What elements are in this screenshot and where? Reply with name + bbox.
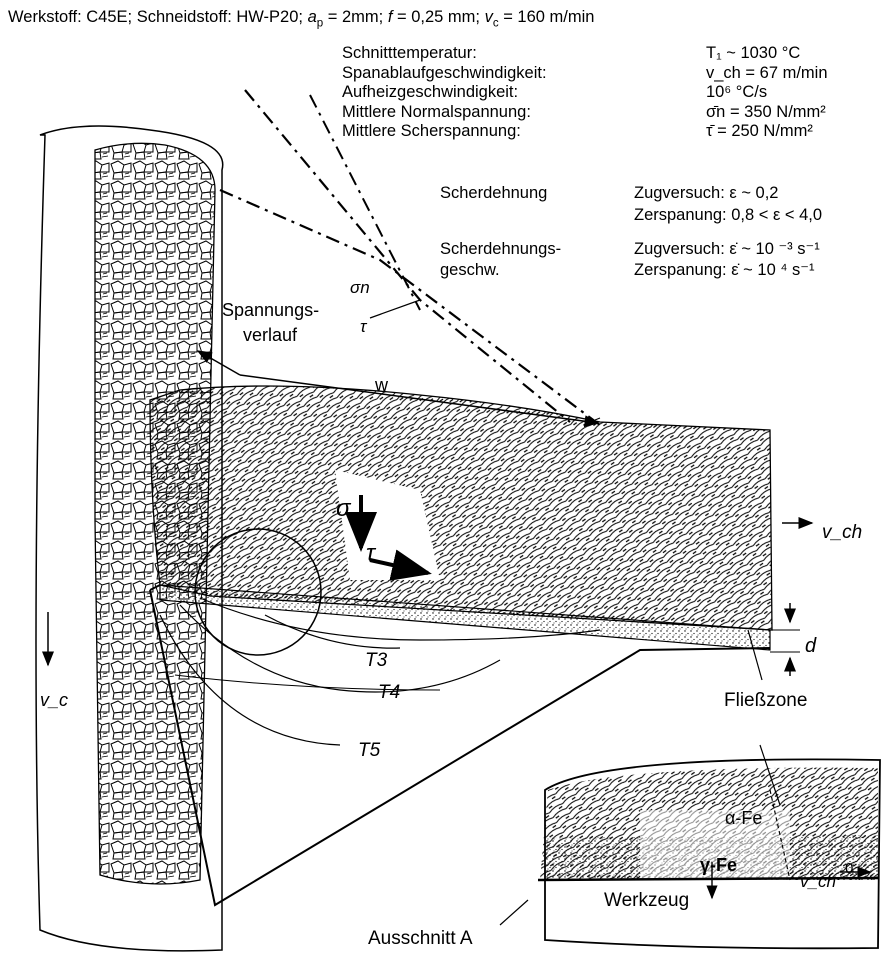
label-d: d <box>805 635 816 658</box>
label-w: w <box>375 375 388 396</box>
label-ausschnitt: Ausschnitt A <box>368 928 473 950</box>
label-vch: v_ch <box>822 522 862 544</box>
label-gamma-fe: γ-Fe <box>700 855 737 876</box>
stress-line-1 <box>245 90 570 422</box>
label-spannung-1: Spannungs- <box>222 300 319 321</box>
label-tau: τ <box>366 540 375 568</box>
label-sigma: σ <box>336 495 350 523</box>
label-T5: T5 <box>358 740 380 762</box>
label-spannung-2: verlauf <box>243 325 297 346</box>
label-zero: 0 <box>845 860 853 877</box>
label-sigma-n: σn <box>350 278 370 298</box>
label-werkzeug: Werkzeug <box>604 890 689 912</box>
label-tau-small: τ <box>360 317 366 337</box>
label-vch-inset: v_ch <box>800 872 836 892</box>
label-T4: T4 <box>378 682 400 704</box>
label-fliesszone: Fließzone <box>724 690 807 712</box>
label-T3: T3 <box>365 650 387 672</box>
label-vc: v_c <box>40 690 68 711</box>
isotherm-inner <box>265 615 400 648</box>
label-alpha-fe: α-Fe <box>725 808 762 829</box>
